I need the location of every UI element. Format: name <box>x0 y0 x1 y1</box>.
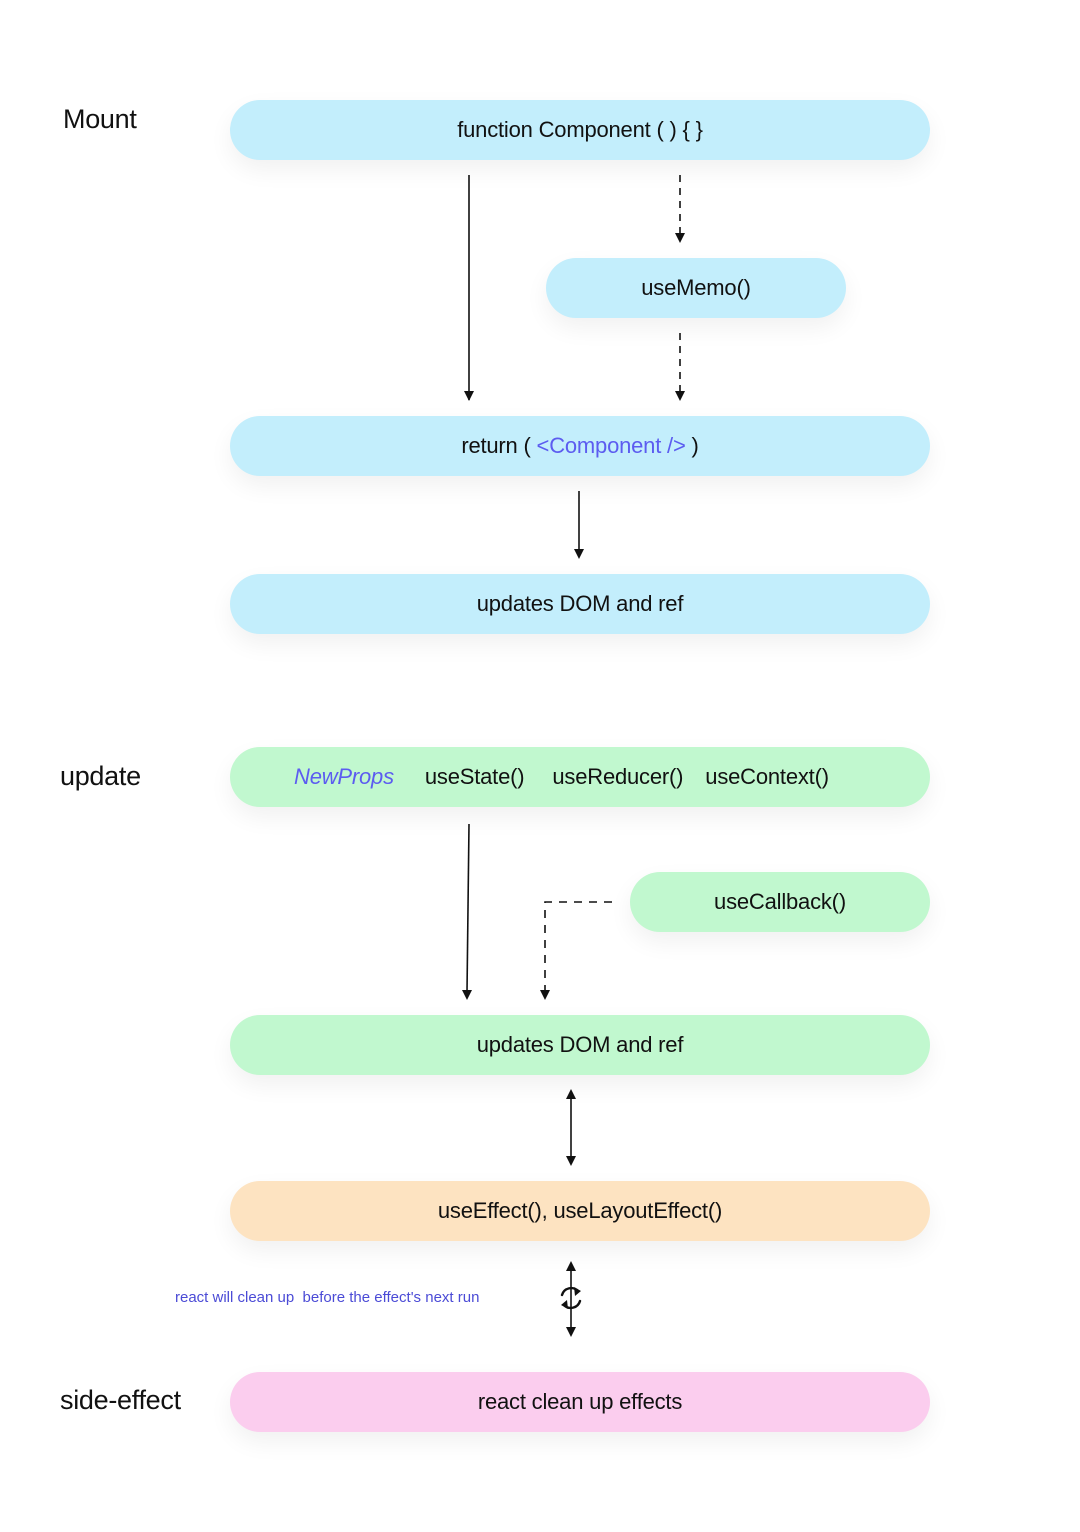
arrowhead-effect-cleanup-up <box>566 1261 576 1271</box>
update-triggers-node: NewProps useState() useReducer() useCont… <box>230 747 930 807</box>
mount-updates-dom-node: updates DOM and ref <box>230 574 930 634</box>
use-memo-label: useMemo() <box>641 275 751 300</box>
update-updates-dom-node: updates DOM and ref <box>230 1015 930 1075</box>
section-label-mount: Mount <box>63 104 137 134</box>
use-context-label: useContext() <box>705 764 829 789</box>
arrow-triggers-to-dom <box>466 823 470 993</box>
cleanup-effects-node: react clean up effects <box>230 1372 930 1432</box>
use-effect-label: useEffect(), useLayoutEffect() <box>437 1198 723 1223</box>
use-callback-node: useCallback() <box>630 872 930 932</box>
return-node: return ( <Component /> ) <box>230 416 930 476</box>
section-label-side-effect: side-effect <box>60 1385 181 1415</box>
cleanup-effects-label: react clean up effects <box>477 1389 683 1414</box>
new-props-label: NewProps <box>294 764 394 789</box>
component-function-node: function Component ( ) { } <box>230 100 930 160</box>
use-callback-label: useCallback() <box>714 889 846 914</box>
component-function-label: function Component ( ) { } <box>457 117 703 142</box>
update-updates-dom-label: updates DOM and ref <box>476 1032 684 1057</box>
arrow-usecallback-to-dom <box>544 901 612 990</box>
return-suffix: ) <box>691 433 699 458</box>
mount-updates-dom-label: updates DOM and ref <box>476 591 684 616</box>
section-label-update: update <box>60 761 141 791</box>
arrowhead-component-to-return <box>464 391 474 401</box>
arrowhead-component-to-usememo <box>675 233 685 243</box>
return-component-jsx: <Component /> <box>536 433 686 458</box>
arrowhead-dom-effect-down <box>566 1156 576 1166</box>
use-memo-node: useMemo() <box>546 258 846 318</box>
use-reducer-label: useReducer() <box>552 764 684 789</box>
cleanup-note: react will clean up before the effect's … <box>175 1289 480 1306</box>
use-state-label: useState() <box>424 764 525 789</box>
arrowhead-usememo-to-return <box>675 391 685 401</box>
refresh-cycle-icon <box>560 1286 582 1310</box>
use-effect-node: useEffect(), useLayoutEffect() <box>230 1181 930 1241</box>
arrowhead-usecallback-to-dom <box>540 990 550 1000</box>
arrowhead-effect-cleanup-down <box>566 1327 576 1337</box>
return-prefix: return ( <box>461 433 531 458</box>
arrowhead-triggers-to-dom <box>462 990 472 1000</box>
arrowhead-dom-effect-up <box>566 1089 576 1099</box>
arrowhead-return-to-dom <box>574 549 584 559</box>
